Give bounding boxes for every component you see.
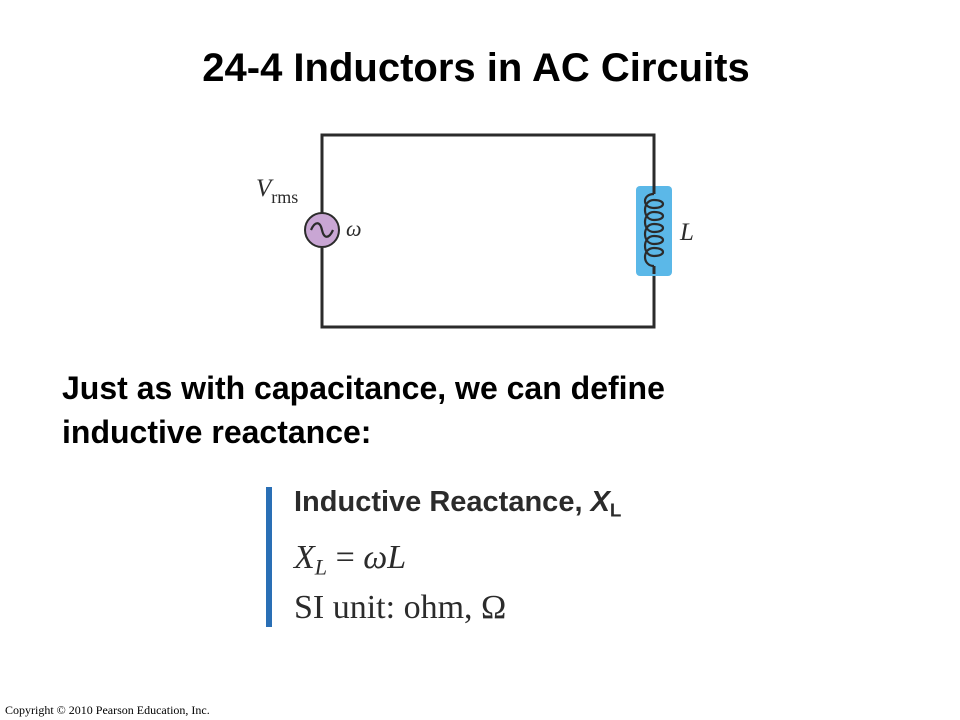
circuit-diagram: Vrms ω L — [256, 133, 694, 329]
body-text: Just as with capacitance, we can define i… — [62, 366, 882, 454]
formula-accent-bar — [266, 487, 272, 627]
formula-unit: SI unit: ohm, Ω — [294, 589, 507, 626]
circuit-wire-top — [320, 133, 656, 228]
formula-box: Inductive Reactance, XL XL = ωL SI unit:… — [266, 484, 726, 630]
source-voltage-label: Vrms — [256, 175, 298, 207]
inductor-label: L — [679, 219, 694, 246]
ac-source-icon — [304, 212, 340, 248]
formula-equation: XL = ωL — [294, 539, 407, 580]
copyright-notice: Copyright © 2010 Pearson Education, Inc. — [5, 703, 210, 717]
formula-heading: Inductive Reactance, XL — [294, 486, 622, 521]
slide-title: 24-4 Inductors in AC Circuits — [202, 46, 750, 90]
frequency-label: ω — [346, 216, 362, 241]
body-line-2: inductive reactance: — [62, 414, 372, 450]
inductor-icon — [636, 186, 672, 276]
circuit-wire-bottom — [320, 248, 656, 329]
body-line-1: Just as with capacitance, we can define — [62, 370, 665, 406]
